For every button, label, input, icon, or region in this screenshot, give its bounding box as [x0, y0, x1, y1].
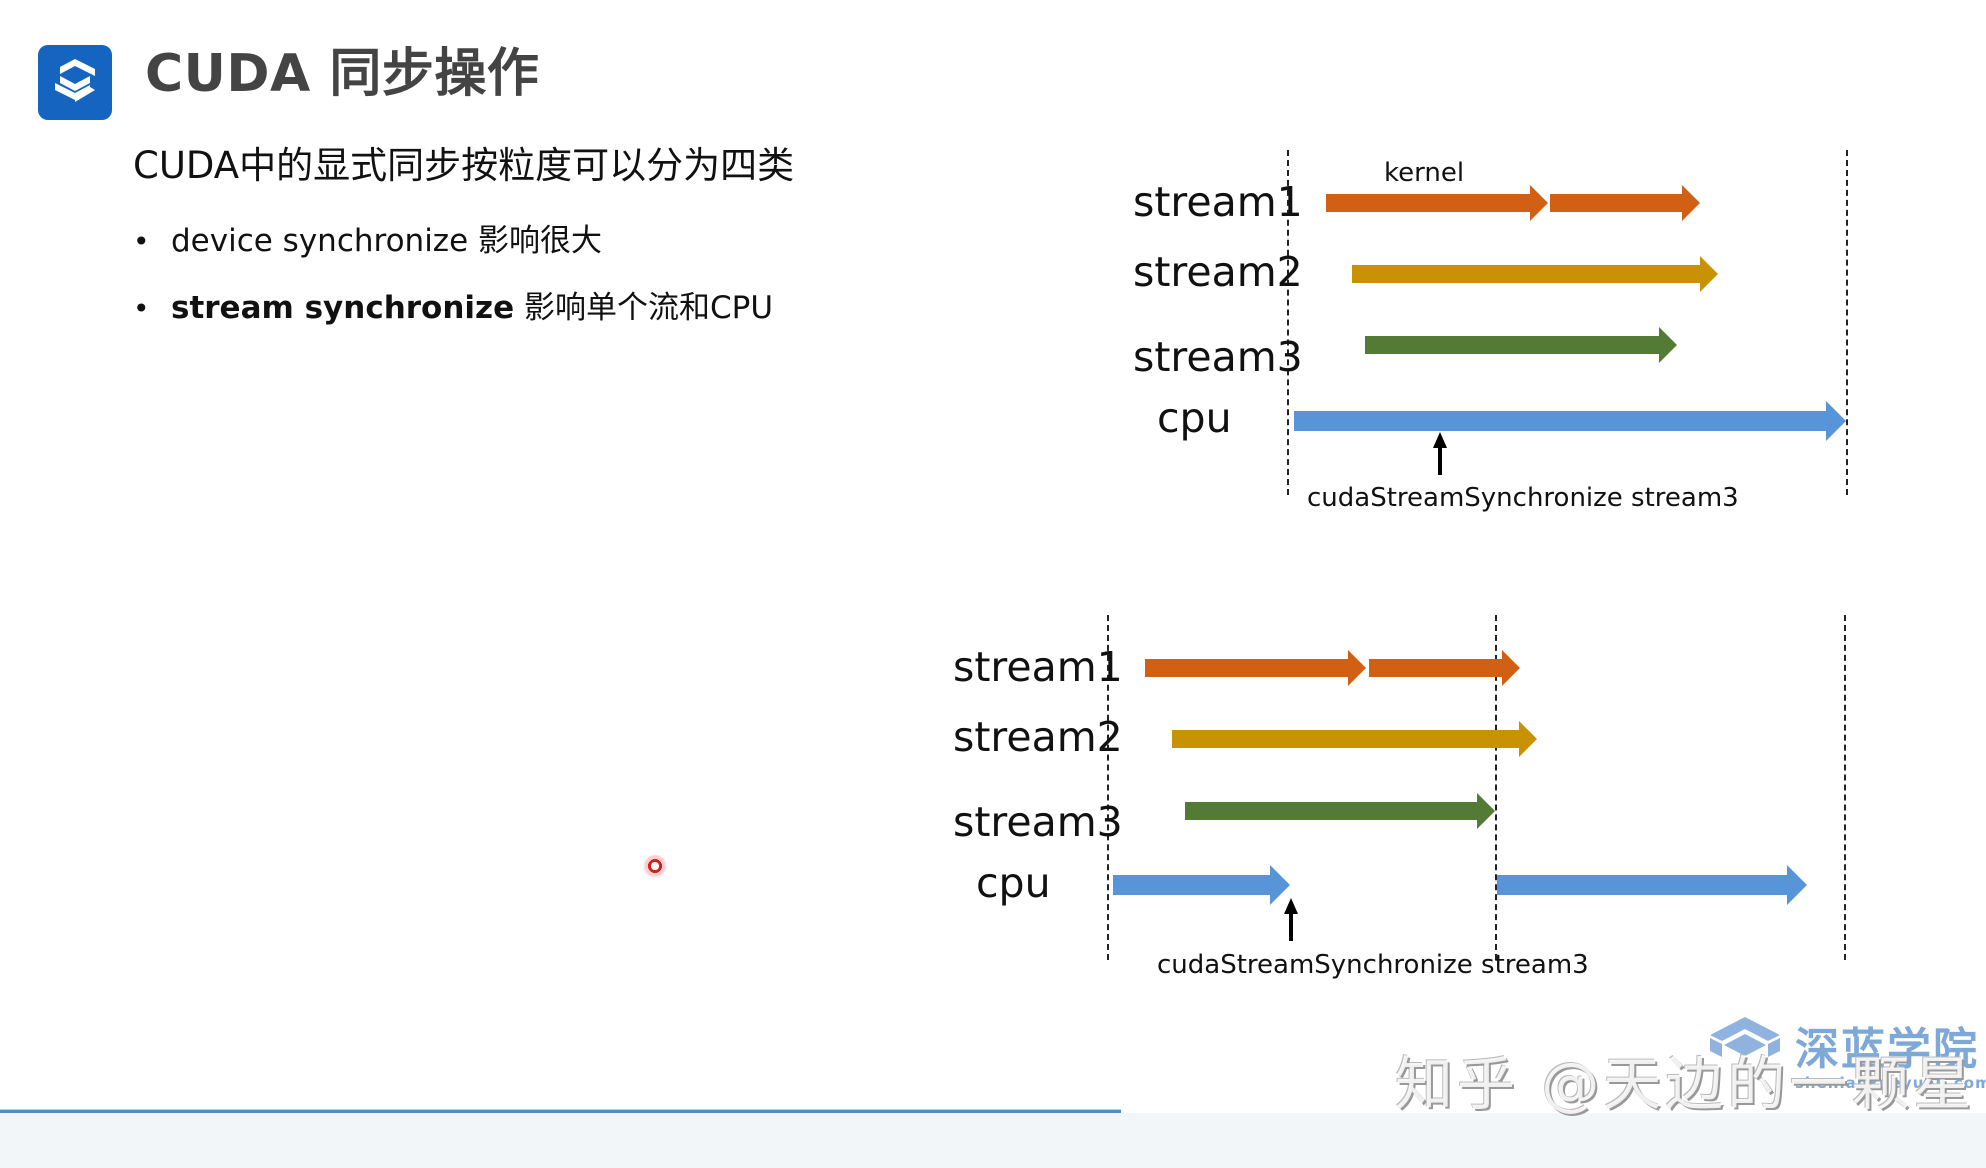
stream3-kernel-arrow — [1185, 793, 1495, 829]
label-stream2: stream2 — [1133, 248, 1303, 296]
shenlan-logo-icon — [38, 45, 112, 120]
stream3-kernel-arrow — [1365, 327, 1677, 363]
label-stream3: stream3 — [953, 798, 1123, 846]
label-stream3: stream3 — [1133, 333, 1303, 381]
sync-caption: cudaStreamSynchronize stream3 — [1157, 950, 1589, 980]
zhihu-watermark: 知乎 @天边的一颗星 — [1395, 1050, 1976, 1118]
stream2-kernel-arrow — [1352, 256, 1718, 292]
subtitle: CUDA中的显式同步按粒度可以分为四类 — [133, 144, 795, 187]
dashed-line-start — [1287, 150, 1289, 495]
watermark-url: shenlanxueyuan.com — [1795, 1074, 1986, 1092]
label-stream1: stream1 — [953, 643, 1123, 691]
sync-point-up-arrow-icon — [1284, 898, 1298, 941]
dashed-line-end — [1846, 150, 1848, 495]
label-cpu: cpu — [1157, 394, 1232, 442]
cpu-timeline-arrow — [1294, 401, 1846, 441]
slide-progress-bar[interactable] — [0, 1109, 1121, 1113]
kernel-label: kernel — [1384, 158, 1465, 188]
watermark-brand: 深蓝学院 — [1795, 1024, 1979, 1075]
stream1-kernel-arrow-1 — [1145, 650, 1366, 686]
stream1-kernel-arrow-2 — [1369, 650, 1520, 686]
stream1-kernel-arrow-1 — [1326, 185, 1548, 221]
bullet-text: device synchronize 影响很大 — [171, 223, 603, 259]
bullet-stream-sync: • stream synchronize 影响单个流和CPU — [133, 293, 773, 324]
bullet-bold-text: stream synchronize — [171, 290, 515, 326]
label-stream2: stream2 — [953, 713, 1123, 761]
bullet-dot-icon: • — [133, 225, 150, 258]
bullet-dot-icon: • — [133, 292, 150, 325]
stream1-kernel-arrow-2 — [1550, 185, 1700, 221]
footer-bar — [0, 1113, 1986, 1168]
laser-pointer-icon — [643, 854, 667, 878]
page-title: CUDA 同步操作 — [145, 44, 540, 104]
shenlan-watermark-logo-icon — [1710, 1017, 1780, 1067]
label-stream1: stream1 — [1133, 178, 1303, 226]
stream2-kernel-arrow — [1172, 721, 1537, 757]
dashed-line-end — [1844, 615, 1846, 960]
label-cpu: cpu — [976, 859, 1051, 907]
dashed-line-start — [1107, 615, 1109, 960]
sync-point-up-arrow-icon — [1433, 432, 1447, 475]
dashed-line-sync — [1495, 615, 1497, 960]
cpu-arrow-after-sync — [1497, 865, 1807, 905]
sync-caption: cudaStreamSynchronize stream3 — [1307, 483, 1739, 513]
cpu-arrow-before-sync — [1113, 865, 1290, 905]
bullet-text: 影响单个流和CPU — [514, 290, 774, 326]
bullet-device-sync: • device synchronize 影响很大 — [133, 226, 602, 257]
